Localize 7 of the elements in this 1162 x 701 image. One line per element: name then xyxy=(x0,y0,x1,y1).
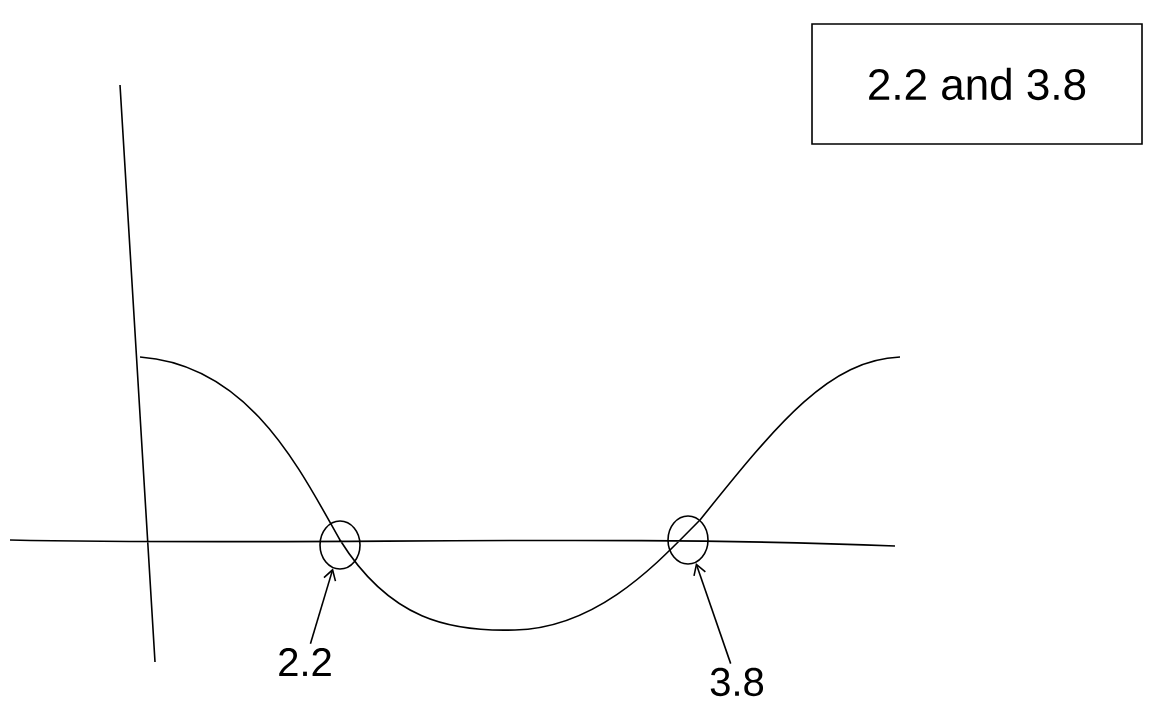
circle-marker xyxy=(667,515,709,565)
answer-box: 2.2 and 3.8 xyxy=(811,23,1143,145)
circle-marker xyxy=(319,520,361,570)
value-label: 2.2 xyxy=(279,648,331,676)
arrow xyxy=(309,568,337,645)
arrow xyxy=(693,562,732,665)
value-label: 3.8 xyxy=(710,667,764,697)
